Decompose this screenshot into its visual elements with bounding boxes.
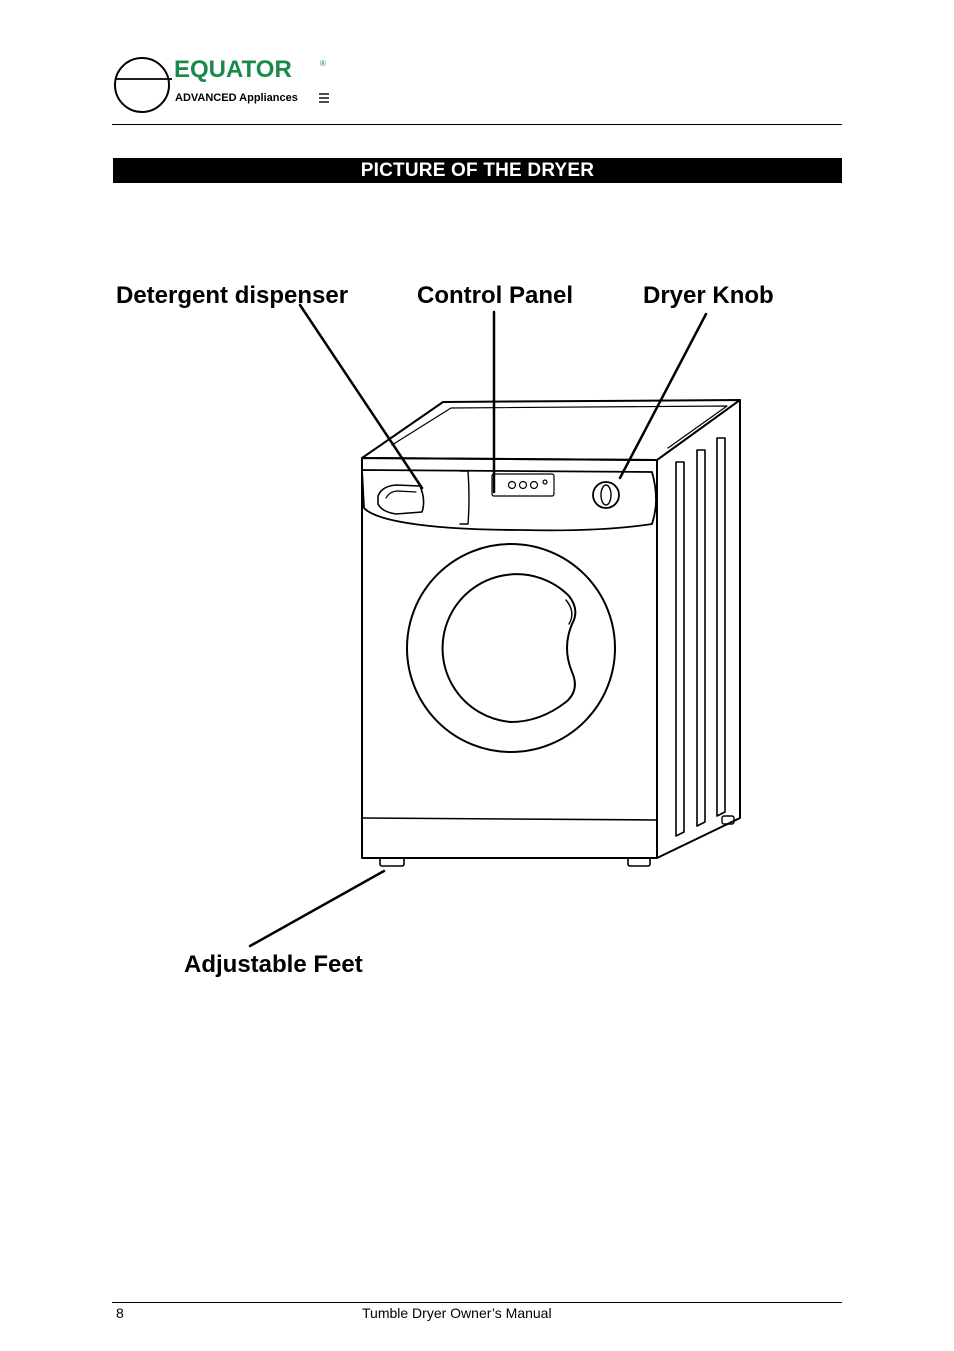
door-outer-ring xyxy=(406,543,616,753)
adjustable-foot-left xyxy=(379,857,405,867)
manual-title: Tumble Dryer Owner’s Manual xyxy=(362,1305,552,1321)
logo-circle xyxy=(114,57,170,113)
control-display xyxy=(491,473,555,497)
plinth-line xyxy=(361,817,658,821)
equator-logo: EQUATOR ® ADVANCED Appliances xyxy=(114,56,329,113)
dryer-knob-icon xyxy=(592,481,620,509)
leader-dryer-knob xyxy=(618,312,708,480)
detergent-drawer xyxy=(377,484,425,515)
button-1-icon xyxy=(507,480,517,490)
logo-stripes-icon xyxy=(319,93,329,103)
control-strip xyxy=(361,469,657,532)
leader-detergent-dispenser xyxy=(298,303,424,490)
indicator-light-icon xyxy=(542,479,548,485)
logo-registered-mark: ® xyxy=(320,59,326,68)
callout-dryer-knob: Dryer Knob xyxy=(643,282,774,309)
dryer-top-inner xyxy=(391,405,728,449)
side-vent-2 xyxy=(696,449,706,827)
logo-brand: EQUATOR xyxy=(174,56,292,83)
section-title-bar: PICTURE OF THE DRYER xyxy=(113,158,842,183)
adjustable-foot-right xyxy=(627,857,651,867)
dryer-top xyxy=(361,399,741,461)
callout-detergent-dispenser: Detergent dispenser xyxy=(116,282,349,309)
side-vent-3 xyxy=(716,437,726,817)
side-vent-1 xyxy=(675,461,685,837)
button-3-icon xyxy=(529,480,539,490)
button-2-icon xyxy=(518,480,528,490)
header-rule xyxy=(112,124,842,125)
panel-divider xyxy=(459,470,470,525)
page-number: 8 xyxy=(116,1305,124,1321)
detergent-drawer-handle xyxy=(385,490,417,499)
door-handle xyxy=(565,599,573,625)
door-window xyxy=(441,573,577,723)
callout-control-panel: Control Panel xyxy=(417,282,574,309)
leader-adjustable-feet xyxy=(248,869,386,948)
dryer-front xyxy=(361,457,658,859)
footer-rule xyxy=(112,1302,842,1303)
adjustable-foot-rear xyxy=(721,815,735,825)
dryer-side xyxy=(656,399,741,859)
section-title: PICTURE OF THE DRYER xyxy=(360,160,595,181)
knob-grip-icon xyxy=(600,484,612,506)
callout-adjustable-feet: Adjustable Feet xyxy=(184,951,363,978)
logo-tagline: ADVANCED Appliances xyxy=(175,92,298,104)
